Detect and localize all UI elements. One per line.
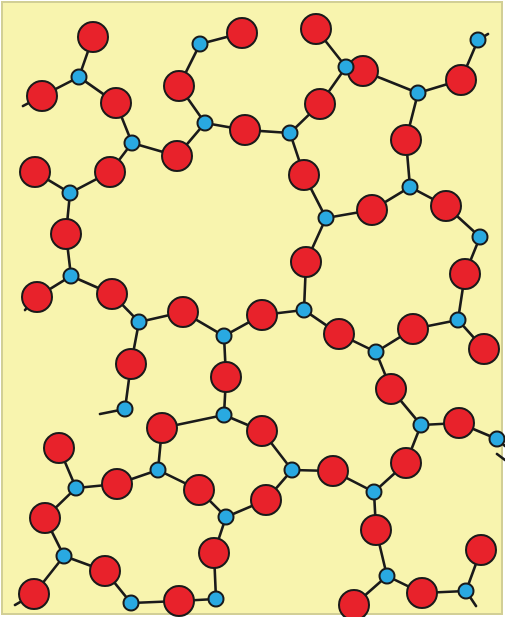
large-atom-4: [226, 17, 258, 49]
large-atom-8: [445, 64, 477, 96]
small-atom-25: [217, 508, 235, 526]
small-atom-4: [409, 84, 427, 102]
large-atom-40: [360, 514, 392, 546]
small-atom-21: [488, 430, 505, 448]
small-atom-24: [67, 479, 85, 497]
large-atom-36: [183, 474, 215, 506]
small-atom-0: [70, 68, 88, 86]
small-atom-13: [130, 313, 148, 331]
large-atom-43: [163, 585, 195, 617]
large-atom-31: [146, 412, 178, 444]
large-atom-34: [390, 447, 422, 479]
large-atom-37: [101, 468, 133, 500]
large-atom-30: [443, 407, 475, 439]
large-atom-28: [210, 361, 242, 393]
small-atom-10: [317, 209, 335, 227]
bond-91: [495, 452, 505, 462]
large-atom-16: [356, 194, 388, 226]
small-atom-28: [378, 567, 396, 585]
small-atom-2: [469, 31, 487, 49]
small-atom-26: [365, 483, 383, 501]
large-atom-38: [250, 484, 282, 516]
small-atom-23: [283, 461, 301, 479]
large-atom-44: [465, 534, 497, 566]
large-atom-46: [338, 589, 370, 617]
large-atom-47: [406, 577, 438, 609]
small-atom-22: [149, 461, 167, 479]
large-atom-11: [161, 140, 193, 172]
atom-layer: [18, 13, 505, 617]
small-atom-3: [337, 58, 355, 76]
large-atom-3: [163, 70, 195, 102]
small-atom-17: [367, 343, 385, 361]
large-atom-13: [19, 156, 51, 188]
small-atom-16: [449, 311, 467, 329]
large-atom-15: [288, 159, 320, 191]
large-atom-23: [246, 299, 278, 331]
small-atom-14: [215, 327, 233, 345]
large-atom-45: [18, 578, 50, 610]
small-atom-9: [401, 178, 419, 196]
small-atom-31: [457, 582, 475, 600]
small-atom-7: [281, 124, 299, 142]
large-atom-29: [375, 373, 407, 405]
large-atom-1: [77, 21, 109, 53]
large-atom-25: [397, 313, 429, 345]
large-atom-35: [317, 455, 349, 487]
small-atom-11: [471, 228, 489, 246]
small-atom-19: [215, 406, 233, 424]
small-atom-5: [123, 134, 141, 152]
large-atom-0: [26, 80, 58, 112]
large-atom-39: [29, 502, 61, 534]
small-atom-6: [196, 114, 214, 132]
large-atom-19: [449, 258, 481, 290]
large-atom-18: [290, 246, 322, 278]
large-atom-2: [100, 87, 132, 119]
large-atom-14: [50, 218, 82, 250]
large-atom-10: [229, 114, 261, 146]
large-atom-20: [21, 281, 53, 313]
small-atom-12: [62, 267, 80, 285]
large-atom-26: [468, 333, 500, 365]
small-atom-29: [122, 594, 140, 612]
large-atom-22: [167, 296, 199, 328]
large-atom-9: [390, 124, 422, 156]
large-atom-27: [115, 348, 147, 380]
large-atom-32: [246, 415, 278, 447]
small-atom-15: [295, 301, 313, 319]
large-atom-21: [96, 278, 128, 310]
small-atom-1: [191, 35, 209, 53]
small-atom-18: [116, 400, 134, 418]
small-atom-30: [207, 590, 225, 608]
large-atom-7: [304, 88, 336, 120]
large-atom-12: [94, 156, 126, 188]
large-atom-17: [430, 190, 462, 222]
large-atom-5: [300, 13, 332, 45]
large-atom-33: [43, 432, 75, 464]
small-atom-8: [61, 184, 79, 202]
large-atom-42: [89, 555, 121, 587]
small-atom-27: [55, 547, 73, 565]
large-atom-41: [198, 537, 230, 569]
large-atom-24: [323, 318, 355, 350]
small-atom-20: [412, 416, 430, 434]
